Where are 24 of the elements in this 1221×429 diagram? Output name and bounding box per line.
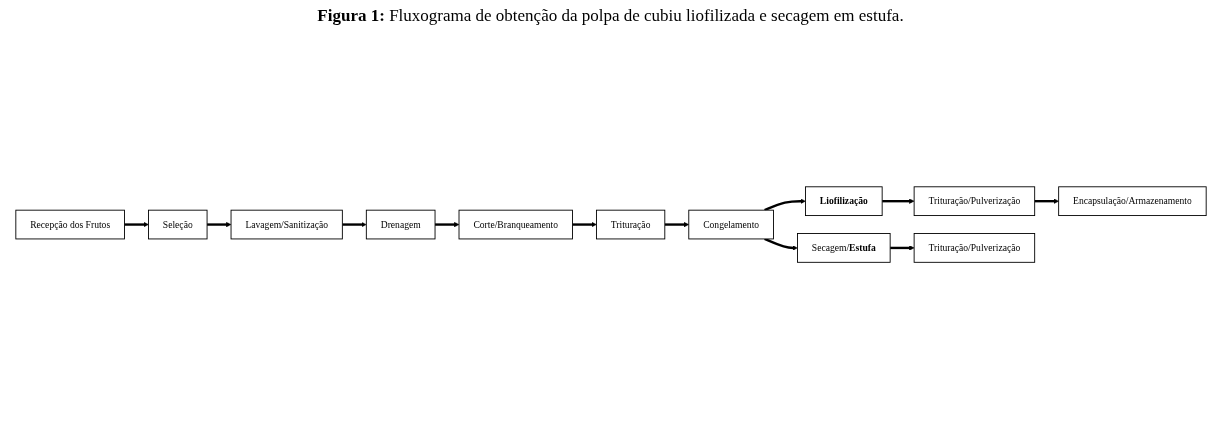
node-box: Seleção	[147, 210, 207, 240]
arrow	[664, 222, 689, 228]
arrow	[889, 245, 914, 251]
arrow	[341, 222, 367, 228]
arrow	[571, 222, 597, 228]
node-box: Recepção dos Frutos	[14, 210, 125, 240]
node-box: Drenagem	[365, 210, 435, 240]
arrow	[1034, 199, 1059, 205]
arrow	[434, 222, 459, 228]
arrow	[763, 199, 806, 212]
arrow	[206, 222, 231, 228]
node-box: Liofilização	[804, 186, 883, 217]
node-box: Encapsulação/Armazenamento	[1057, 186, 1207, 217]
node-box: Corte/Branqueamento	[458, 210, 573, 240]
node-box: Lavagem/Sanitização	[230, 210, 343, 240]
arrow	[124, 222, 149, 228]
arrow	[881, 199, 914, 205]
node-box: Trituração/Pulverização	[913, 186, 1035, 217]
node-box: Trituração	[595, 210, 665, 240]
node-box: Congelamento	[687, 210, 774, 240]
node-box: Secagem/Estufa	[796, 233, 891, 264]
figure-title: Figura 1: Fluxograma de obtenção da polpa de cubiu liofilizada e secagem em estufa.	[316, 6, 905, 26]
arrow	[763, 238, 798, 251]
node-box: Trituração/Pulverização	[913, 233, 1035, 264]
